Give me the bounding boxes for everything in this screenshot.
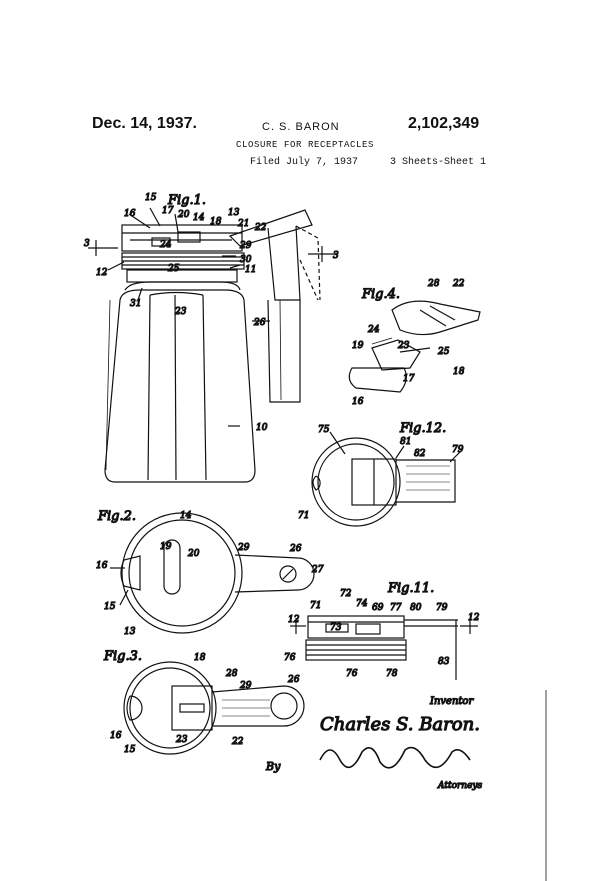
ref-18-fig4: 18 bbox=[453, 367, 465, 377]
ref-3-left: 3 bbox=[84, 239, 90, 249]
patent-date: Dec. 14, 1937. bbox=[92, 115, 197, 132]
ref-80-fig11: 80 bbox=[410, 603, 422, 613]
figure-1-jar bbox=[88, 207, 338, 483]
ref-25-fig4: 25 bbox=[437, 347, 450, 357]
figure-11-label: Fig.11. bbox=[387, 581, 434, 596]
ref-19-fig4: 19 bbox=[352, 341, 364, 351]
ref-29-fig3: 29 bbox=[239, 681, 252, 691]
inventor-caption: Inventor bbox=[429, 696, 474, 707]
ref-26-fig3: 26 bbox=[287, 675, 300, 685]
ref-14-fig1: 14 bbox=[193, 213, 205, 223]
figure-1-label: Fig.1. bbox=[167, 193, 206, 208]
ref-3-right: 3 bbox=[333, 251, 339, 261]
ref-71-fig12: 71 bbox=[298, 511, 309, 521]
figure-3-label: Fig.3. bbox=[103, 649, 142, 664]
ref-76-fig11: 76 bbox=[346, 669, 358, 679]
ref-16-fig4: 16 bbox=[352, 397, 364, 407]
ref-15-fig3: 15 bbox=[124, 745, 136, 755]
ref-21-fig1: 21 bbox=[237, 219, 249, 229]
ref-23-fig3: 23 bbox=[175, 735, 188, 745]
ref-16-fig3: 16 bbox=[110, 731, 122, 741]
ref-28-fig4: 28 bbox=[427, 279, 440, 289]
ref-79-fig12: 79 bbox=[452, 445, 464, 455]
ref-22-fig3: 22 bbox=[231, 737, 244, 747]
ref-18-fig1: 18 bbox=[210, 217, 222, 227]
ref-25-fig1: 25 bbox=[167, 264, 180, 274]
ref-28-fig3: 28 bbox=[225, 669, 238, 679]
patent-number: 2,102,349 bbox=[408, 115, 480, 132]
sheet-count: 3 Sheets-Sheet 1 bbox=[390, 157, 487, 168]
ref-19-fig2: 19 bbox=[160, 542, 172, 552]
ref-17-fig1: 17 bbox=[162, 206, 174, 216]
ref-83-fig11: 83 bbox=[438, 657, 450, 667]
ref-75-fig12: 75 bbox=[318, 425, 330, 435]
ref-31-fig1: 31 bbox=[130, 299, 141, 309]
patent-title: CLOSURE FOR RECEPTACLES bbox=[236, 140, 375, 150]
ref-16-fig2: 16 bbox=[96, 561, 108, 571]
ref-81-fig12: 81 bbox=[400, 437, 411, 447]
ref-74-fig11: 74 bbox=[356, 599, 368, 609]
ref-30-fig1: 30 bbox=[240, 255, 252, 265]
ref-17-fig4: 17 bbox=[403, 374, 415, 384]
attorney-signature-scribble bbox=[319, 746, 471, 769]
ref-69-fig11: 69 bbox=[372, 603, 384, 613]
ref-12-fig11-left: 12 bbox=[288, 615, 300, 625]
figure-2-label: Fig.2. bbox=[97, 509, 136, 524]
figure-11-section bbox=[290, 615, 478, 680]
figure-2-plan bbox=[110, 512, 315, 634]
figure-4-label: Fig.4. bbox=[361, 287, 400, 302]
figure-4-tab bbox=[348, 300, 481, 393]
ref-10-fig1: 10 bbox=[256, 423, 268, 433]
ref-20-fig1: 20 bbox=[177, 210, 190, 220]
ref-15-fig1: 15 bbox=[145, 193, 157, 203]
ref-27-fig2: 27 bbox=[311, 565, 324, 575]
ref-70-fig11: 76 bbox=[284, 653, 296, 663]
ref-82-fig12: 82 bbox=[414, 449, 426, 459]
ref-23-fig1: 23 bbox=[174, 307, 187, 317]
ref-71-fig11: 71 bbox=[310, 601, 321, 611]
ref-73-fig11: 73 bbox=[330, 623, 342, 633]
ref-20-fig2: 20 bbox=[187, 549, 200, 559]
ref-23-fig4: 23 bbox=[397, 341, 410, 351]
ref-22-fig1: 22 bbox=[254, 223, 267, 233]
ref-16-fig1: 16 bbox=[124, 209, 136, 219]
filed-date: Filed July 7, 1937 bbox=[250, 157, 359, 168]
figure-12-plan bbox=[311, 431, 461, 527]
figure-12-label: Fig.12. bbox=[399, 421, 446, 436]
ref-14-fig2: 14 bbox=[180, 511, 192, 521]
ref-29-fig1: 29 bbox=[239, 241, 252, 251]
ref-24-fig1: 24 bbox=[159, 240, 172, 250]
ref-78-fig11: 78 bbox=[386, 669, 398, 679]
ref-24-fig4: 24 bbox=[367, 325, 380, 335]
ref-18-fig3: 18 bbox=[194, 653, 206, 663]
ref-13-fig2: 13 bbox=[124, 627, 136, 637]
ref-72-fig11: 72 bbox=[340, 589, 352, 599]
ref-11-fig1: 11 bbox=[245, 265, 256, 275]
ref-26-fig2: 26 bbox=[289, 544, 302, 554]
by-label: By bbox=[265, 760, 281, 773]
ref-12-fig11-right: 12 bbox=[468, 613, 480, 623]
ref-26-fig1: 26 bbox=[253, 318, 266, 328]
ref-15-fig2: 15 bbox=[104, 602, 116, 612]
ref-79-fig11: 79 bbox=[436, 603, 448, 613]
figure-3-plan bbox=[123, 661, 305, 755]
ref-29-fig2: 29 bbox=[237, 543, 250, 553]
inventor-name: C. S. BARON bbox=[262, 121, 340, 133]
ref-77-fig11: 77 bbox=[390, 603, 402, 613]
attorneys-caption: Attorneys bbox=[437, 781, 483, 791]
ref-22-fig4: 22 bbox=[452, 279, 465, 289]
inventor-signature: Charles S. Baron. bbox=[320, 714, 480, 735]
ref-12-fig1: 12 bbox=[96, 268, 108, 278]
ref-13-fig1: 13 bbox=[228, 208, 240, 218]
